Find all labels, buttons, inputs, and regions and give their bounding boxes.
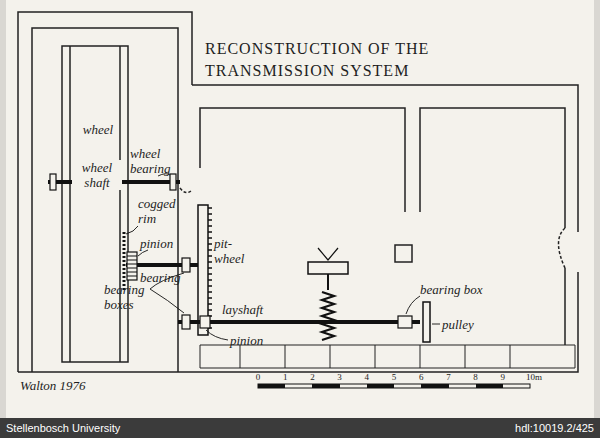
scale-number: 8 xyxy=(473,372,478,382)
leader-line xyxy=(206,330,228,340)
part-label: wheel bearing xyxy=(130,146,174,176)
scale-number: 10m xyxy=(526,372,542,382)
pinion-shaft xyxy=(126,263,205,267)
layshaft xyxy=(178,320,420,324)
spindle xyxy=(327,274,329,290)
scale-number: 0 xyxy=(256,372,261,382)
part-label: layshaft xyxy=(222,302,263,317)
part-label: cogged rim xyxy=(138,196,178,226)
scale-number: 7 xyxy=(446,372,451,382)
column xyxy=(395,245,412,262)
part-label: pinion xyxy=(230,333,263,348)
room-wall xyxy=(420,108,565,228)
part-label: wheel shaft xyxy=(72,160,122,190)
millstone xyxy=(308,262,348,274)
part-label: bearing xyxy=(140,270,180,285)
part-label: bearing boxes xyxy=(104,282,152,312)
leader-line xyxy=(406,296,420,314)
leader-line xyxy=(192,264,196,266)
footer-text: Stellenbosch University xyxy=(6,422,120,435)
leader-line xyxy=(150,289,184,313)
scale-number: 6 xyxy=(419,372,424,382)
part-label: pinion xyxy=(140,236,173,251)
water-wheel xyxy=(62,46,128,362)
pulley xyxy=(423,302,430,342)
part-label: pulley xyxy=(442,317,474,332)
foundation-blocks xyxy=(200,345,575,368)
inner-pit-wall xyxy=(32,28,178,372)
hopper xyxy=(318,248,338,260)
scale-number: 9 xyxy=(501,372,506,382)
room-wall xyxy=(564,268,566,345)
worm-gear xyxy=(322,292,334,340)
scale-number: 5 xyxy=(392,372,397,382)
diagram-title: RECONSTRUCTION OF THE TRANSMISSION SYSTE… xyxy=(205,38,490,82)
part-label: pit-wheel xyxy=(214,236,254,266)
door-swing xyxy=(559,228,566,268)
building-wall xyxy=(18,85,578,372)
door-swing xyxy=(180,188,192,193)
footer-text: hdl:10019.2/425 xyxy=(515,422,594,435)
room-wall xyxy=(200,108,405,212)
wheel-pit-wall xyxy=(18,12,192,372)
scale-number: 2 xyxy=(310,372,315,382)
pinion xyxy=(127,252,137,280)
scale-number: 1 xyxy=(283,372,288,382)
part-label: bearing box xyxy=(420,282,482,297)
scale-number: 3 xyxy=(337,372,342,382)
leader-line xyxy=(432,324,440,325)
bearing-box xyxy=(398,316,412,328)
signature: Walton 1976 xyxy=(20,378,86,393)
scale-bar xyxy=(258,384,530,388)
part-label: wheel xyxy=(78,122,118,137)
scale-number: 4 xyxy=(365,372,370,382)
leader-line xyxy=(126,226,138,234)
